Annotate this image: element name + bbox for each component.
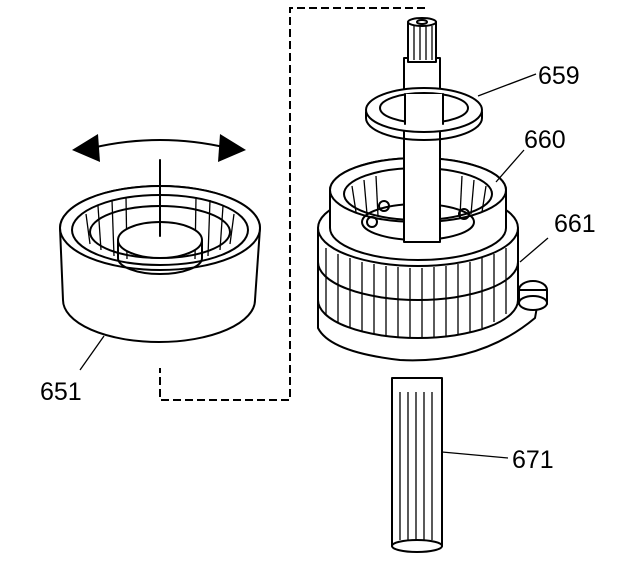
alignment-dashed-line [159,7,425,401]
callout-651: 651 [40,378,82,406]
bearing-ring-651 [59,159,261,343]
output-shaft-671 [391,377,443,553]
callout-660: 660 [524,126,566,154]
callout-671: 671 [512,446,554,474]
thrust-washer-659 [365,87,483,141]
callout-661: 661 [554,210,596,238]
double-arrow-icon [72,134,246,162]
callout-659: 659 [538,62,580,90]
leader-lines [79,73,549,459]
